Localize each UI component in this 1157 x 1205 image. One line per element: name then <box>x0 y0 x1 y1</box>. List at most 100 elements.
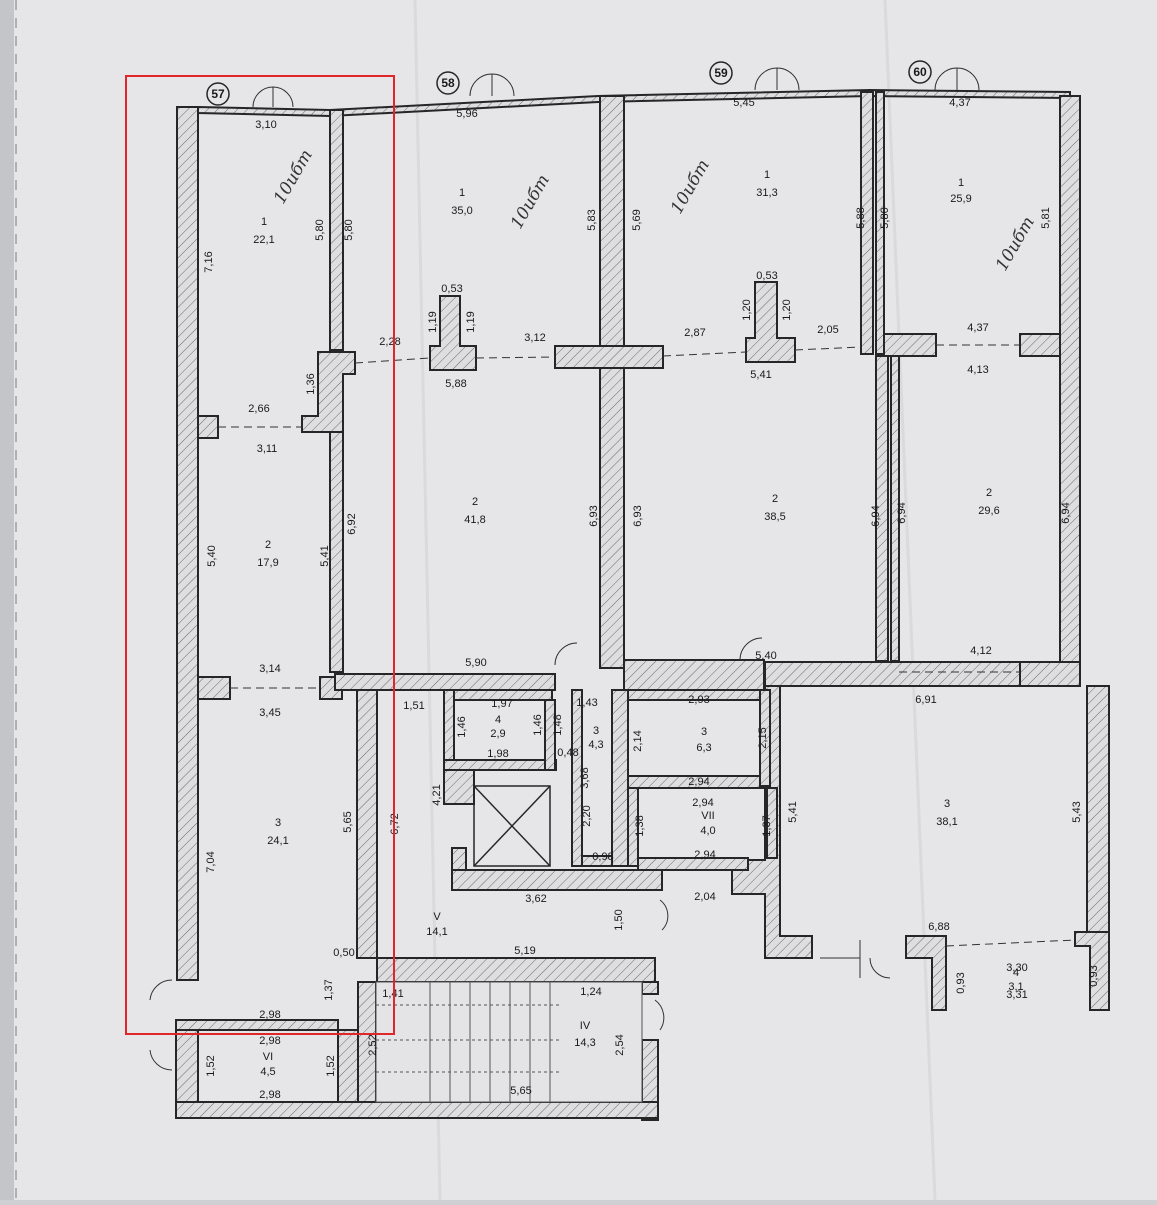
dimension-label: 0,93 <box>955 972 967 993</box>
dimension-label: 5,65 <box>342 811 354 832</box>
room-number: 2 <box>986 487 992 499</box>
dimension-label: 7,04 <box>205 851 217 872</box>
room-labels: 1 22,1 2 17,9 3 24,1 1 35,0 2 41,8 1 31,… <box>253 169 1023 1078</box>
room-area: 2,9 <box>490 728 505 740</box>
room-area: 24,1 <box>267 835 288 847</box>
room-area: 29,6 <box>978 505 999 517</box>
room-area: 38,1 <box>936 816 957 828</box>
room-dividers <box>218 344 1076 947</box>
room-area: 4,5 <box>260 1066 275 1078</box>
axis-marker-57: 57 <box>206 82 230 106</box>
dimension-label: 5,83 <box>586 209 598 230</box>
dimension-label: 2,87 <box>684 327 705 339</box>
dimension-label: 6,94 <box>870 505 882 526</box>
dimension-label: 4,37 <box>949 97 970 109</box>
room-number: 3 <box>593 725 599 737</box>
dimension-label: 5,43 <box>1071 801 1083 822</box>
dimension-label: 1,97 <box>491 698 512 710</box>
room-number: 4 <box>495 714 501 726</box>
room-area: 31,3 <box>756 187 777 199</box>
room-number: VII <box>701 810 714 822</box>
dimension-label: 2,94 <box>692 797 713 809</box>
room-number: 1 <box>261 216 267 228</box>
dimension-label: 2,05 <box>817 324 838 336</box>
dimension-label: 3,11 <box>257 443 278 455</box>
dimension-label: 2,94 <box>694 849 715 861</box>
room-number: 1 <box>958 177 964 189</box>
dimension-label: 3,30 <box>1006 962 1027 974</box>
dimension-label: 1,19 <box>465 311 477 332</box>
dimension-label: 5,80 <box>314 219 326 240</box>
dimension-label: 1,98 <box>487 748 508 760</box>
dimension-label: 1,50 <box>613 909 625 930</box>
dimension-label: 5,90 <box>465 657 486 669</box>
axis-markers: 57 58 59 60 <box>206 60 932 106</box>
dimension-label: 2,52 <box>367 1034 379 1055</box>
dimension-label: 2,54 <box>614 1034 626 1055</box>
dimension-label: 2,94 <box>688 776 709 788</box>
dimension-label: 1,37 <box>761 815 773 836</box>
dimension-label: 1,43 <box>576 697 597 709</box>
axis-marker-59: 59 <box>709 61 733 85</box>
dimension-label: 1,37 <box>323 979 335 1000</box>
dimension-label: 2,15 <box>757 727 769 748</box>
dimension-label: 5,65 <box>510 1085 531 1097</box>
dimension-label: 5,96 <box>456 108 477 120</box>
dimension-label: 6,92 <box>346 513 358 534</box>
dimension-label: 3,68 <box>579 767 591 788</box>
room-number: 1 <box>459 187 465 199</box>
dimension-label: 4,13 <box>967 364 988 376</box>
room-number: 2 <box>472 496 478 508</box>
dimension-label: 5,41 <box>319 545 331 566</box>
stairs-iv <box>375 981 643 1103</box>
dimension-label: 2,98 <box>259 1035 280 1047</box>
dimension-label: 4,12 <box>970 645 991 657</box>
dimension-label: 6,93 <box>632 505 644 526</box>
room-area: 14,3 <box>574 1037 595 1049</box>
room-number: 2 <box>265 539 271 551</box>
room-number: VI <box>263 1051 273 1063</box>
dimension-label: 1,36 <box>305 373 317 394</box>
dimensions: 3,10 7,16 5,80 5,80 2,28 1,36 2,66 3,11 … <box>203 97 1100 1101</box>
dimension-label: 3,62 <box>525 893 546 905</box>
dimension-label: 1,48 <box>552 714 564 735</box>
dimension-label: 1,46 <box>532 714 544 735</box>
room-area: 4,0 <box>700 825 715 837</box>
room-area: 14,1 <box>426 926 447 938</box>
dimension-label: 1,38 <box>634 815 646 836</box>
room-number: 3 <box>701 726 707 738</box>
dimension-label: 1,19 <box>427 311 439 332</box>
dimension-label: 2,20 <box>581 805 593 826</box>
svg-text:58: 58 <box>441 76 455 90</box>
dimension-label: 0,98 <box>592 851 613 863</box>
room-area: 3,1 <box>1008 981 1023 993</box>
dimension-label: 0,93 <box>1088 965 1100 986</box>
dimension-label: 5,40 <box>206 545 218 566</box>
svg-text:57: 57 <box>211 87 225 101</box>
room-number: 4 <box>1013 967 1019 979</box>
dimension-label: 1,24 <box>580 986 601 998</box>
dimension-label: 3,12 <box>524 332 545 344</box>
dimension-label: 5,69 <box>631 209 643 230</box>
dimension-label: 0,50 <box>333 947 354 959</box>
selection-highlight <box>125 75 395 1035</box>
dimension-label: 2,98 <box>259 1009 280 1021</box>
dimension-label: 4,37 <box>967 322 988 334</box>
dimension-label: 5,40 <box>755 650 776 662</box>
dimension-label: 5,88 <box>445 378 466 390</box>
dimension-label: 3,14 <box>259 663 280 675</box>
elevator-shaft <box>473 785 551 867</box>
svg-text:59: 59 <box>714 66 728 80</box>
dimension-label: 3,45 <box>259 707 280 719</box>
svg-text:60: 60 <box>913 65 927 79</box>
dimension-label: 0,48 <box>557 747 578 759</box>
dimension-label: 5,88 <box>855 207 867 228</box>
room-area: 35,0 <box>451 205 472 217</box>
dimension-label: 5,45 <box>733 97 754 109</box>
dimension-label: 1,20 <box>741 299 753 320</box>
dimension-label: 1,20 <box>781 299 793 320</box>
room-area: 22,1 <box>253 234 274 246</box>
room-number: 2 <box>772 493 778 505</box>
room-area: 6,3 <box>696 742 711 754</box>
